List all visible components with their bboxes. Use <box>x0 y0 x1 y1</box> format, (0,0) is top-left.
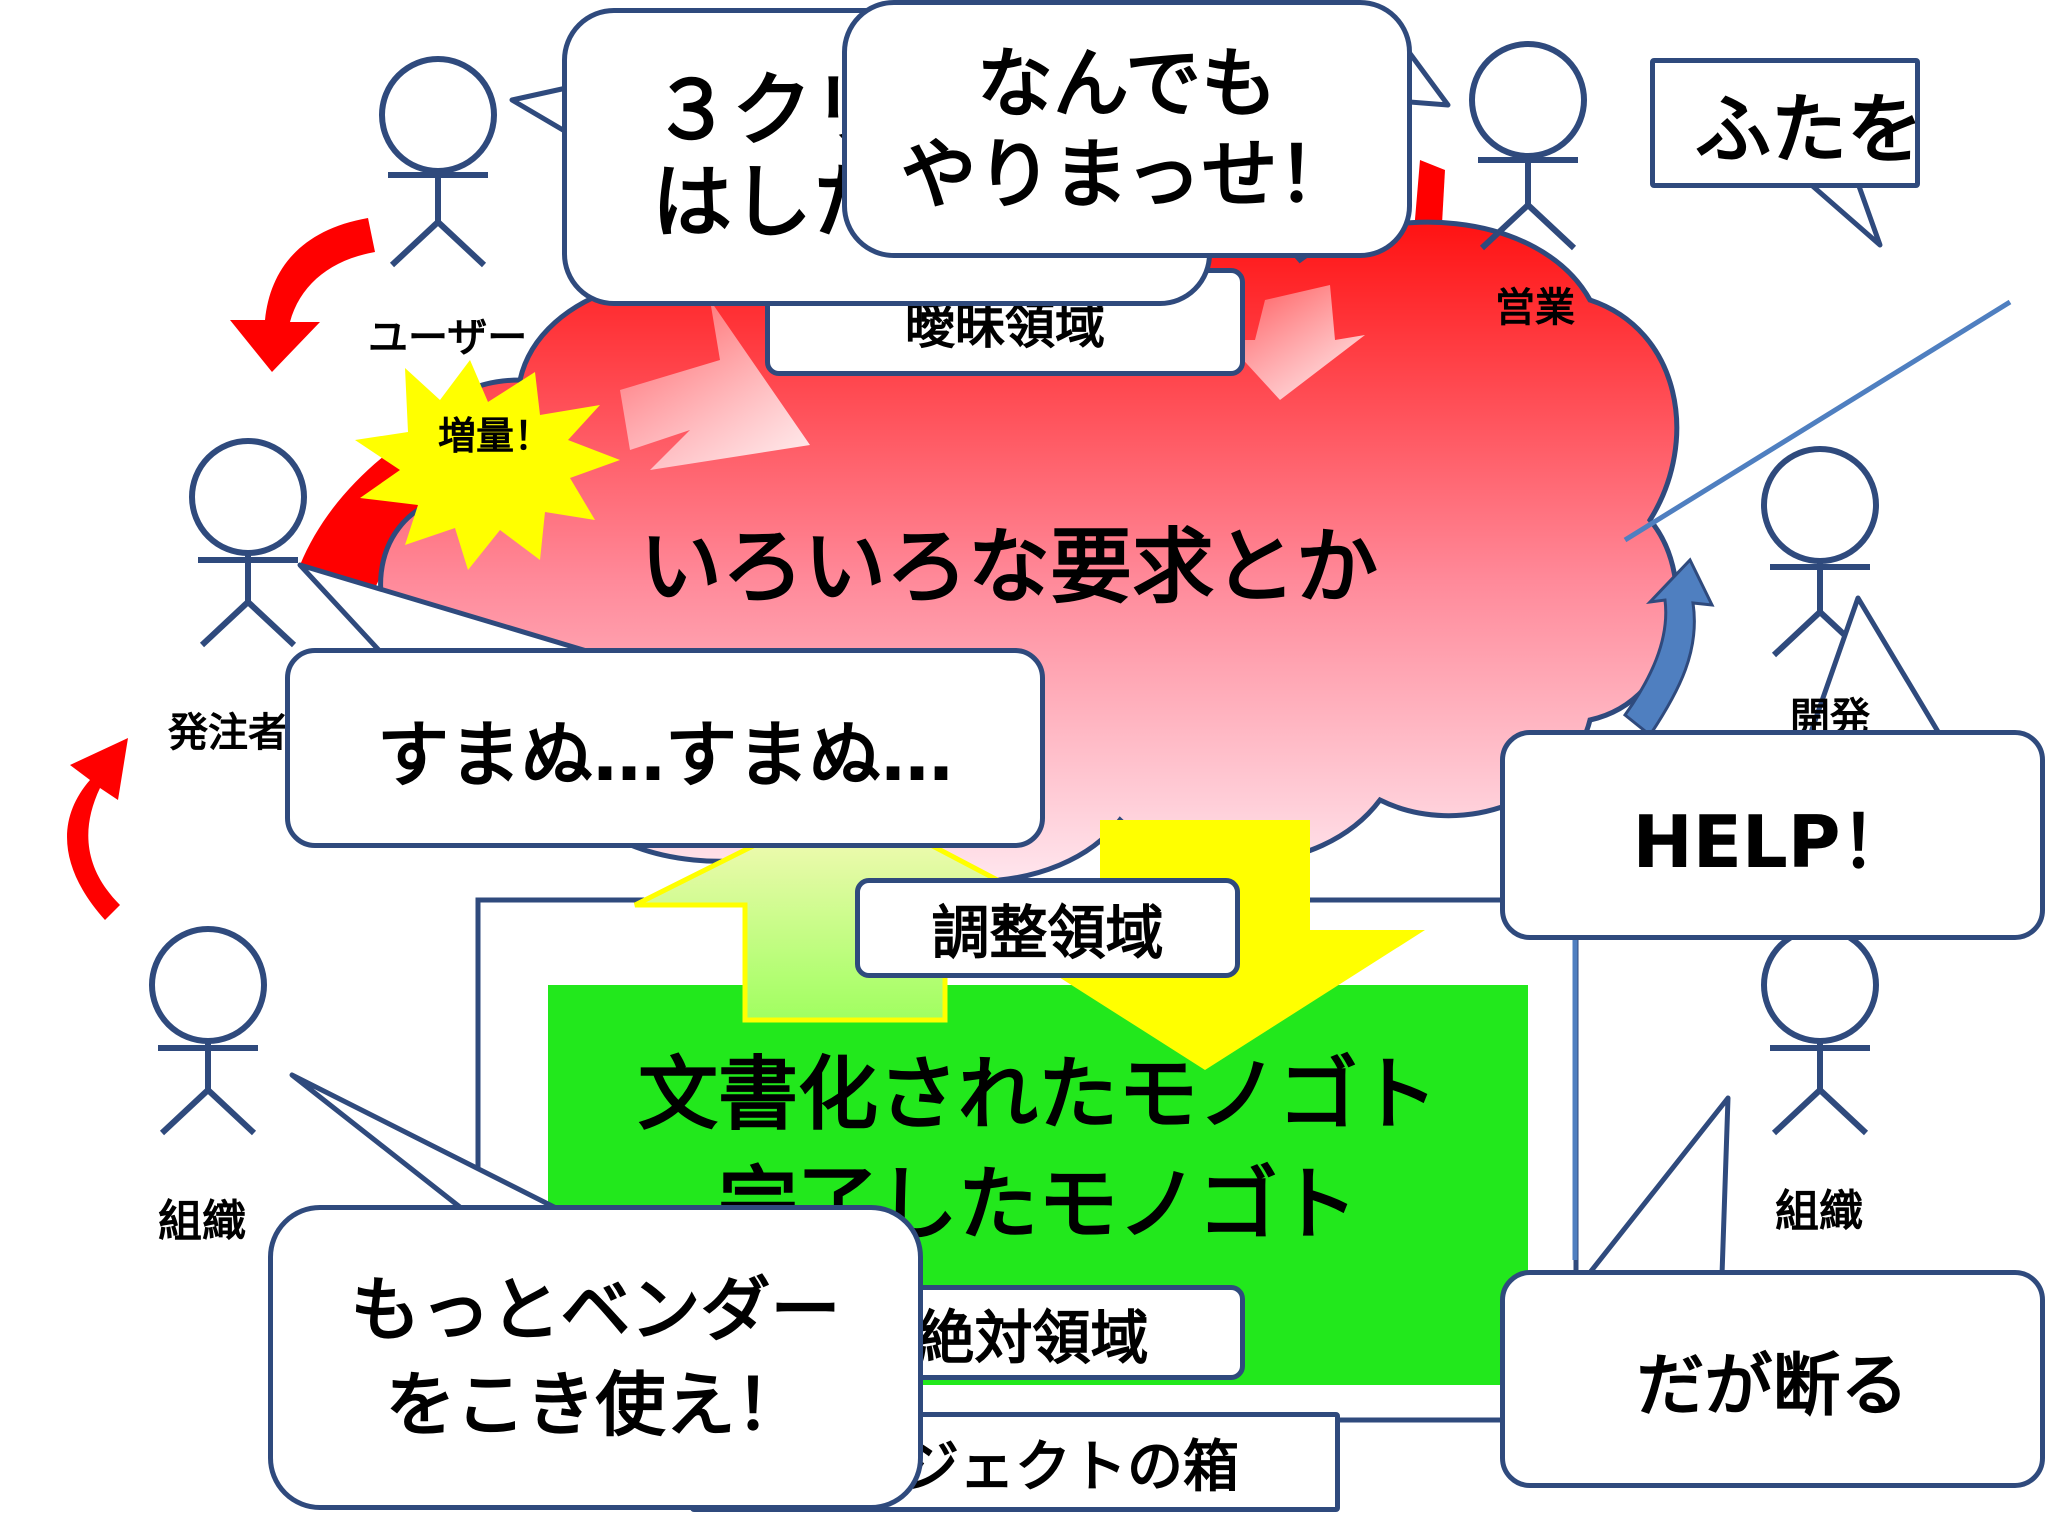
red-arrow-left-bottom <box>67 738 128 920</box>
user-figure <box>379 56 497 268</box>
sales-figure <box>1469 41 1587 251</box>
bubble-tail-motto <box>289 1072 563 1218</box>
org-left-figure <box>149 926 267 1136</box>
bubble-motto-line1: もっとベンダー <box>350 1269 841 1351</box>
cloud-requirements-text: いろいろな要求とか <box>640 520 1379 615</box>
bubble-futa-text: ふたを <box>1695 85 1920 174</box>
actor-label-sales: 営業 <box>1495 285 1575 331</box>
starburst-text: 増量！ <box>438 414 553 458</box>
white-arrow-right <box>1225 285 1365 400</box>
actor-label-org-right: 組織 <box>1775 1186 1863 1237</box>
green-text-documented: 文書化されたモノゴト <box>638 1048 1438 1141</box>
bubble-tail-daga <box>1585 1095 1731 1278</box>
actor-label-org-left: 組織 <box>158 1196 246 1247</box>
bubble-anything-line1: なんでも <box>976 38 1278 128</box>
bubble-futa: ふたを <box>1650 58 1920 188</box>
actor-label-client: 発注者 <box>168 710 288 756</box>
bubble-motto: もっとベンダー をこき使え！ <box>268 1205 923 1510</box>
red-arrow-left-top <box>230 218 375 372</box>
bubble-anything-line2: やりまっせ！ <box>900 130 1354 219</box>
bubble-daga: だが断る <box>1500 1270 2045 1488</box>
bubble-sumanu-text: すまぬ…すまぬ… <box>376 712 953 797</box>
white-arrow-left <box>620 300 810 470</box>
dev-line-diagonal <box>1623 299 2012 543</box>
org-right-figure <box>1761 926 1879 1136</box>
bubble-daga-text: だが断る <box>1636 1346 1909 1426</box>
bubble-motto-line2: をこき使え！ <box>385 1363 806 1446</box>
bubble-help-text: HELP！ <box>1632 799 1913 884</box>
adjust-region-label: 調整領域 <box>855 878 1240 978</box>
bubble-anything: なんでも やりまっせ！ <box>842 0 1412 258</box>
bubble-help: HELP！ <box>1500 730 2045 940</box>
starburst <box>355 360 620 570</box>
bubble-sumanu: すまぬ…すまぬ… <box>285 648 1045 848</box>
client-figure <box>189 438 307 648</box>
actor-label-user: ユーザー <box>368 315 528 361</box>
blue-arrow-dev <box>1622 557 1715 738</box>
